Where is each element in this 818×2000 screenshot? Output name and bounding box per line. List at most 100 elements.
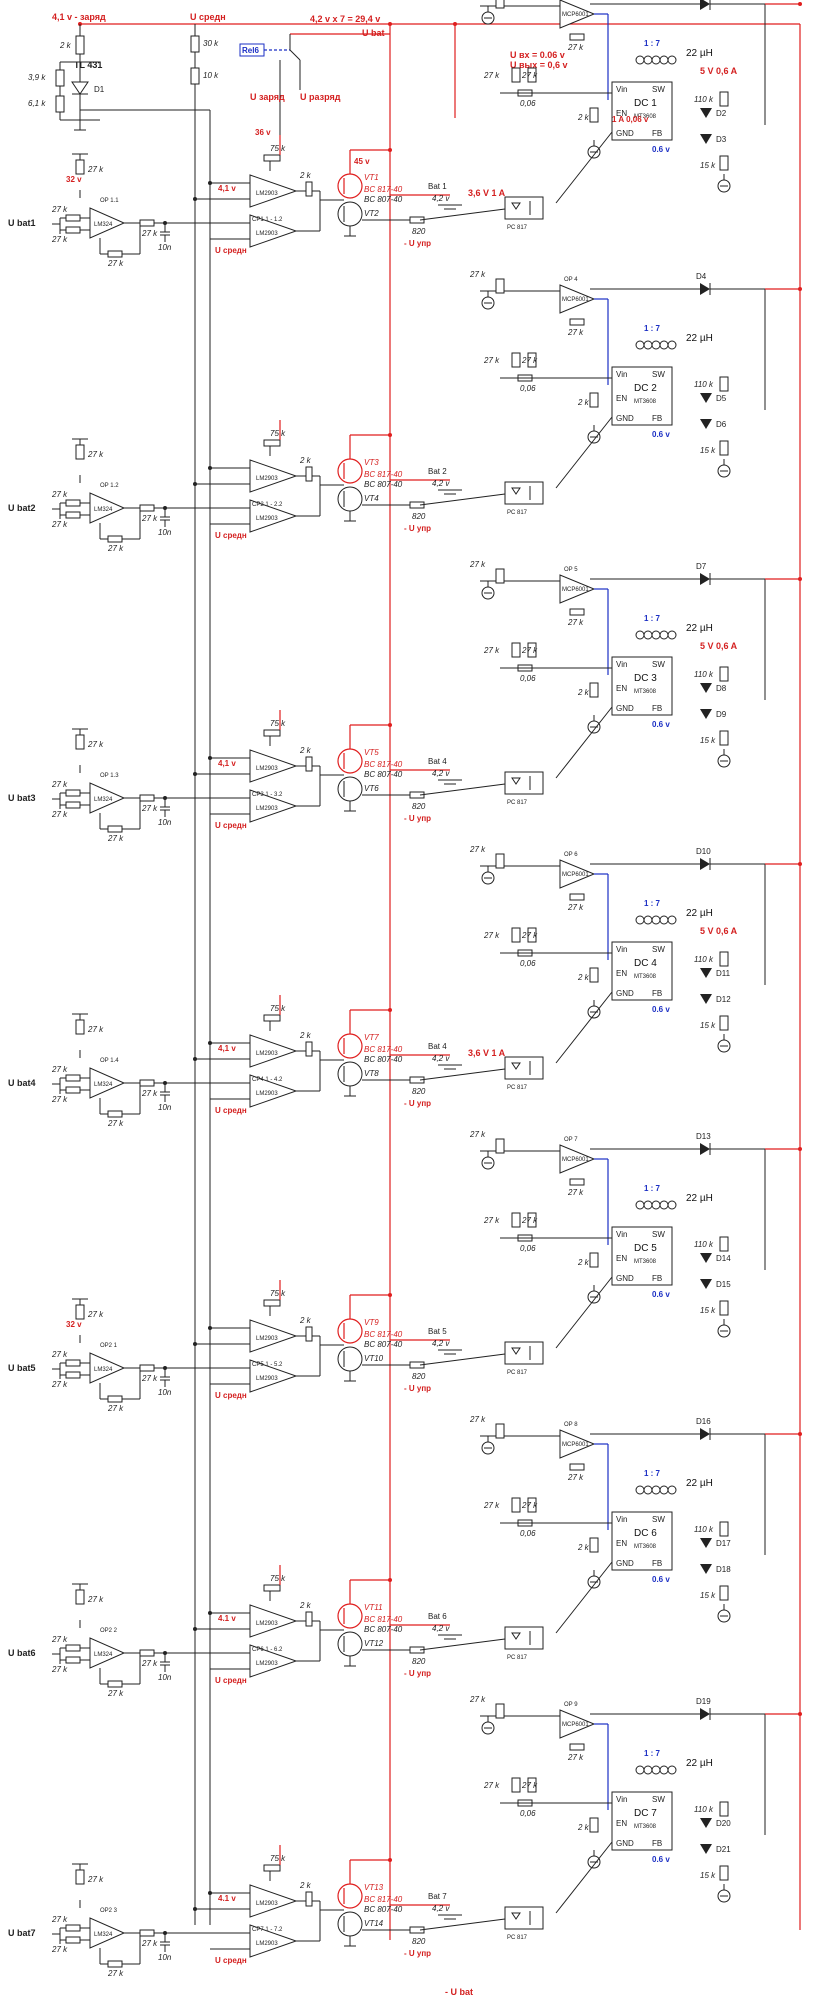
optocoupler — [504, 1056, 544, 1080]
feedback-resistor — [107, 535, 123, 543]
supply-resistor — [75, 734, 85, 750]
enable-resistor — [589, 1537, 599, 1553]
pnp-transistor-ref: VT4 — [364, 494, 379, 503]
current-shunt-label: 0,06 — [520, 1529, 536, 1538]
pin-sw: SW — [652, 945, 665, 954]
wire — [419, 1353, 506, 1366]
transformer-winding — [659, 55, 669, 65]
battery-voltage: 4,2 v — [432, 194, 450, 203]
turns-ratio: 1 : 7 — [644, 39, 661, 48]
opto-led-icon — [511, 1632, 521, 1640]
enable-resistor-label: 2 k — [577, 1543, 590, 1552]
wire — [555, 1561, 613, 1634]
pnp-transistor-type: BC 807-40 — [364, 770, 403, 779]
supply-resistor-label: 27 k — [87, 740, 104, 749]
control-resistor — [409, 1361, 425, 1369]
supply-resistor-label: 27 k — [87, 1875, 104, 1884]
divider-resistor-15k-label: 15 k — [700, 1306, 716, 1315]
resistor-2k-label: 2 k — [59, 41, 72, 50]
rectifier-diode-a-ref: D5 — [716, 394, 727, 403]
supply-resistor-label: 27 k — [87, 1595, 104, 1604]
hysteresis-resistor-label: 75 k — [270, 1289, 286, 1298]
opto-led-icon — [511, 1912, 521, 1920]
output-resistor — [139, 1929, 155, 1937]
output-resistor-label: 27 k — [141, 229, 158, 238]
shunt-divider-b-label: 27 k — [521, 646, 538, 655]
transformer-winding — [635, 630, 645, 640]
base-resistor — [305, 756, 313, 772]
opto-led-icon — [511, 1347, 521, 1355]
filter-capacitor-label: 10n — [158, 1673, 172, 1682]
divider-resistor-15k-label: 15 k — [700, 736, 716, 745]
sense-amplifier — [559, 1709, 596, 1739]
junction — [208, 1041, 212, 1045]
supply-resistor-label: 27 k — [87, 165, 104, 174]
battery-voltage: 4,2 v — [432, 769, 450, 778]
pin-en: EN — [616, 684, 627, 693]
sense-amplifier — [559, 859, 596, 889]
input-resistor-b-label: 27 k — [51, 810, 68, 819]
npn-transistor-symbol — [337, 173, 363, 199]
optocoupler-type: PC 817 — [507, 225, 528, 231]
optocoupler — [504, 481, 544, 505]
u-bat-input-label: U bat2 — [8, 503, 36, 513]
optocoupler — [504, 1626, 544, 1650]
control-resistor-label: 820 — [412, 512, 426, 521]
filter-capacitor-label: 10n — [158, 528, 172, 537]
input-resistor-b-label: 27 k — [51, 1665, 68, 1674]
comparator-lower — [249, 789, 298, 823]
input-resistor-b-label: 27 k — [51, 1380, 68, 1389]
junction — [208, 1891, 212, 1895]
u-bat-input-label: U bat3 — [8, 793, 36, 803]
tl431-d1-label: D1 — [94, 85, 105, 94]
pnp-transistor-type: BC 807-40 — [364, 195, 403, 204]
output-rating: 5 V 0,6 A — [700, 926, 738, 936]
comparator-upper — [249, 1884, 298, 1918]
feedback-resistor-label: 27 k — [107, 1689, 124, 1698]
pin-fb: FB — [652, 1839, 662, 1848]
junction — [193, 772, 197, 776]
opto-led-icon — [511, 487, 521, 495]
output-resistor-label: 27 k — [141, 804, 158, 813]
junction — [193, 482, 197, 486]
u-sredn-tap-label: U средн — [215, 1676, 247, 1685]
shunt-divider-b-label: 27 k — [521, 71, 538, 80]
junction — [208, 466, 212, 470]
filter-capacitor-label: 10n — [158, 1953, 172, 1962]
dc-converter-type: MT3608 — [634, 974, 657, 980]
shunt-divider-b-label: 27 k — [521, 931, 538, 940]
wire — [555, 706, 613, 779]
charge-current-label: 3,6 V 1 A — [468, 188, 506, 198]
transformer-winding — [643, 1200, 653, 1210]
feedback-resistor-label: 27 k — [107, 1119, 124, 1128]
turns-ratio: 1 : 7 — [644, 1184, 661, 1193]
sense-input-resistor-label: 27 k — [469, 270, 486, 279]
comparator-lower-type: LM2903 — [256, 806, 278, 812]
comparator-lower-type: LM2903 — [256, 1941, 278, 1947]
pin-gnd: GND — [616, 129, 634, 138]
pin-vin: Vin — [616, 370, 627, 379]
input-resistor-b-label: 27 k — [51, 520, 68, 529]
feedback-voltage: 0.6 v — [652, 1290, 670, 1299]
comparator-ref: CP3 1 - 3.2 — [252, 792, 283, 798]
rectifier-diode-a-icon — [700, 1253, 712, 1263]
divider-resistor-110k — [719, 1801, 729, 1817]
npn-transistor-ref: VT9 — [364, 1318, 379, 1327]
transformer-winding — [667, 630, 677, 640]
output-diode-icon — [700, 858, 710, 870]
turns-ratio: 1 : 7 — [644, 614, 661, 623]
transformer-winding — [635, 55, 645, 65]
supply-32v-label: 32 v — [66, 175, 82, 184]
npn-transistor-symbol — [337, 1318, 363, 1344]
inductor-value: 22 µH — [686, 48, 713, 59]
output-diode-icon — [700, 1708, 710, 1720]
wire — [419, 208, 506, 221]
rectifier-diode-b-ref: D15 — [716, 1280, 731, 1289]
comparator-upper — [249, 1319, 298, 1353]
inductor-value: 22 µH — [686, 333, 713, 344]
u-bat-input-label: U bat4 — [8, 1078, 36, 1088]
pnp-transistor-type: BC 807-40 — [364, 1905, 403, 1914]
control-signal-label: - U упр — [404, 239, 431, 248]
